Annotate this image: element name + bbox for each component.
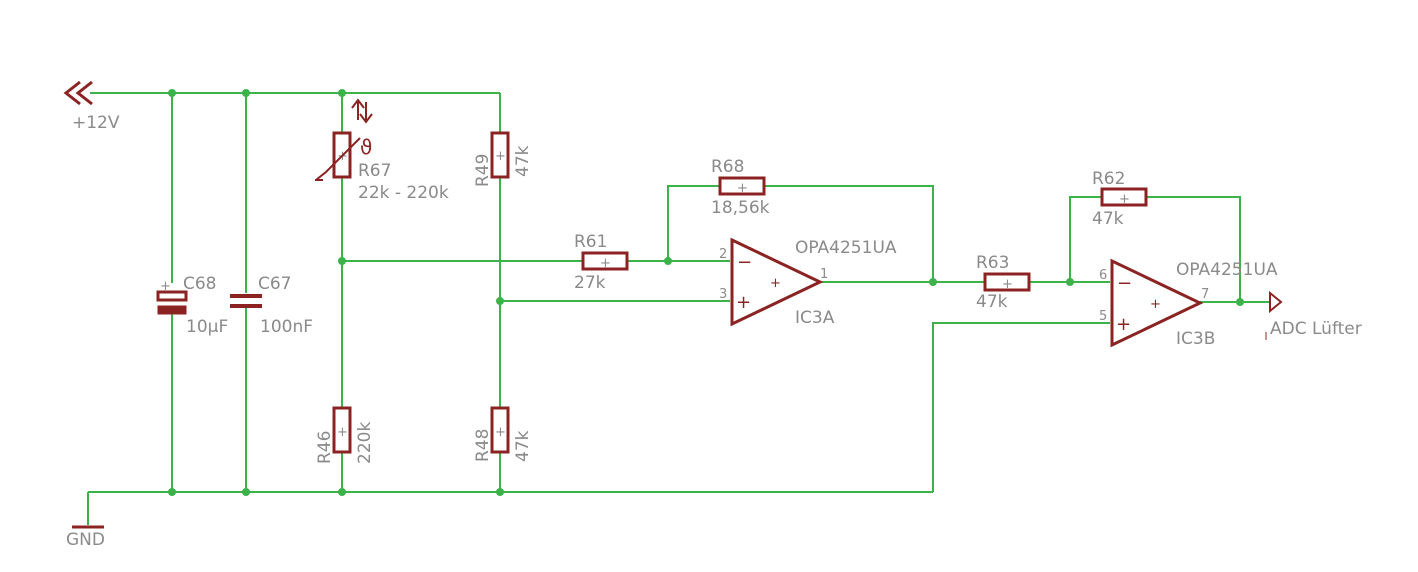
- wires: [87, 92, 1270, 525]
- part-name: IC3A: [795, 308, 835, 328]
- resistor-body-icon: [332, 131, 352, 179]
- junction-dot: [496, 488, 504, 496]
- junction-dot: [338, 488, 346, 496]
- capacitor-plate-icon: [156, 290, 188, 302]
- polarity-plus: +: [495, 149, 506, 164]
- junction-dot: [929, 278, 937, 286]
- opamp-triangle-icon: [1110, 258, 1204, 348]
- capacitor-c68: + C68 10µF: [156, 274, 228, 337]
- output-port: ADC Lüfter: [1265, 290, 1362, 340]
- part-value: 47k: [1092, 209, 1124, 229]
- resistor-body-icon: [490, 131, 510, 179]
- capacitor-c67: C67 100nF: [230, 274, 313, 337]
- opamp-supply-mark: +: [1150, 297, 1161, 312]
- junction-dot: [168, 488, 176, 496]
- thermistor-slash-icon: [315, 137, 361, 181]
- polarity-plus: +: [600, 256, 611, 271]
- junction-dot: [242, 488, 250, 496]
- junction-dot: [664, 257, 672, 265]
- pin-number: 5: [1099, 309, 1107, 324]
- part-value: 100nF: [260, 317, 313, 337]
- part-name: R49: [473, 154, 493, 187]
- part-name: IC3B: [1176, 329, 1215, 349]
- part-name: R67: [358, 161, 391, 181]
- opamp-plus-icon: +: [736, 292, 751, 313]
- polarity-plus: +: [495, 425, 506, 440]
- resistor-r48: + R48 47k: [473, 406, 533, 462]
- part-value: 47k: [513, 145, 533, 177]
- wire-noninv-input-b: [932, 322, 1110, 492]
- resistor-r61: + R61 27k: [574, 232, 629, 293]
- opamp-ic3a: − + + 2 3 1 OPA4251UA IC3A: [719, 237, 897, 328]
- capacitor-plates-icon: [230, 294, 262, 308]
- junction-dot: [338, 89, 346, 97]
- part-name: R61: [574, 232, 607, 252]
- polarity-plus: +: [337, 425, 348, 440]
- opamp-minus-icon: −: [737, 252, 752, 273]
- opamp-supply-mark: +: [770, 276, 781, 291]
- resistor-r68: + R68 18,56k: [711, 157, 770, 218]
- part-name: C67: [258, 274, 292, 294]
- part-value: 47k: [513, 430, 533, 462]
- part-value: 10µF: [186, 317, 228, 337]
- resistor-r63: + R63 47k: [976, 253, 1031, 312]
- supply-arrow-icon: [63, 80, 93, 106]
- junctions: [168, 89, 1244, 496]
- opamp-minus-icon: −: [1117, 273, 1132, 294]
- ground-label: GND: [66, 530, 105, 550]
- theta-icon: ϑ: [360, 135, 372, 159]
- polarity-plus: +: [1119, 192, 1130, 207]
- part-value: 18,56k: [711, 198, 770, 218]
- pin-number: 6: [1099, 268, 1107, 283]
- part-value: 27k: [574, 273, 606, 293]
- ground-symbol: GND: [66, 525, 105, 550]
- resistor-body-icon: [983, 272, 1031, 292]
- polarity-plus: +: [160, 279, 171, 294]
- supply-symbol: +12V: [63, 80, 120, 133]
- part-name: R62: [1092, 169, 1125, 189]
- part-value: 47k: [976, 292, 1008, 312]
- capacitor-plate-icon: [157, 305, 187, 315]
- thermistor-r67: + ϑ R67 22k - 220k: [315, 98, 449, 203]
- resistor-body-icon: [332, 406, 352, 454]
- part-value: 22k - 220k: [358, 183, 449, 203]
- output-label: ADC Lüfter: [1270, 319, 1362, 339]
- pin-number: 3: [719, 287, 727, 302]
- polarity-plus: +: [737, 181, 748, 196]
- resistor-body-icon: [718, 176, 766, 196]
- junction-dot: [338, 257, 346, 265]
- junction-dot: [1066, 278, 1074, 286]
- part-name: R46: [315, 431, 335, 464]
- opamp-ic3b: − + + 6 5 7 OPA4251UA IC3B: [1099, 258, 1278, 349]
- resistor-body-icon: [1100, 187, 1148, 207]
- opamp-triangle-icon: [730, 237, 824, 327]
- polarity-plus: +: [1002, 277, 1013, 292]
- part-name: C68: [183, 274, 217, 294]
- part-name: R48: [473, 429, 493, 462]
- resistor-r62: + R62 47k: [1092, 169, 1148, 229]
- resistor-r46: + R46 220k: [315, 406, 375, 464]
- opamp-plus-icon: +: [1116, 314, 1131, 335]
- junction-dot: [1236, 298, 1244, 306]
- pin-number: 2: [719, 247, 727, 262]
- part-value: OPA4251UA: [795, 238, 897, 258]
- wire-feedback-a: [667, 185, 934, 282]
- supply-label: +12V: [72, 113, 120, 133]
- wire-feedback-b: [1069, 196, 1241, 302]
- up-down-arrows-icon: [351, 98, 373, 124]
- part-name: R63: [976, 253, 1009, 273]
- pin-number: 7: [1201, 287, 1209, 302]
- part-value: 220k: [355, 422, 375, 464]
- part-value: OPA4251UA: [1176, 260, 1278, 280]
- part-name: R68: [711, 157, 744, 177]
- resistor-body-icon: [490, 406, 510, 454]
- output-arrow-icon: [1269, 290, 1283, 314]
- junction-dot: [496, 297, 504, 305]
- resistor-body-icon: [581, 251, 629, 271]
- junction-dot: [242, 89, 250, 97]
- pin-number: 1: [820, 267, 828, 282]
- resistor-r49: + R49 47k: [473, 131, 533, 187]
- junction-dot: [168, 89, 176, 97]
